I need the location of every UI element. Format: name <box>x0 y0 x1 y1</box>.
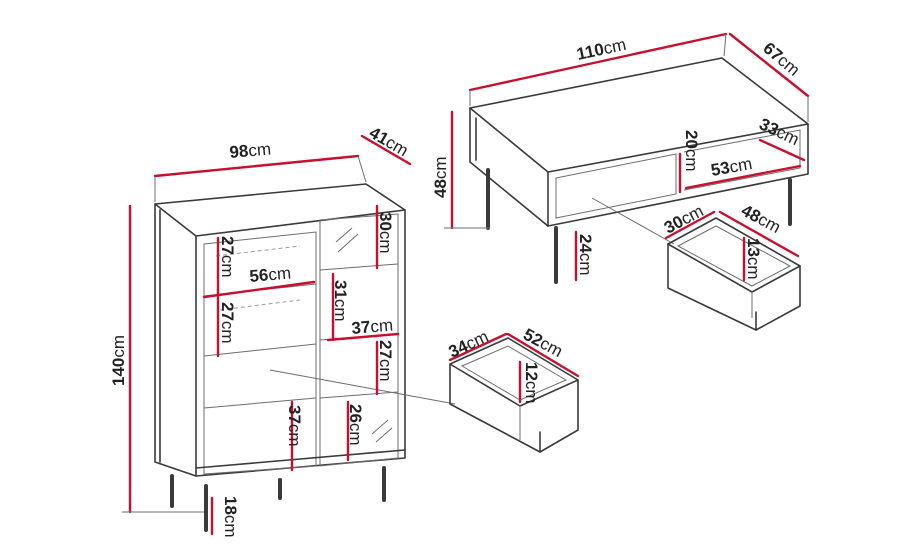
cabinet-right-drawer-width-label: 37cm <box>351 315 394 338</box>
cabinet-drawing <box>154 183 456 532</box>
table-drawer-drawing <box>667 217 801 331</box>
table-width-label: 110cm <box>575 35 628 64</box>
cabinet-dimensions <box>122 134 412 536</box>
cabinet-labels: 98cm 41cm 140cm 27cm 56cm 27cm 37cm 30cm… <box>109 123 412 538</box>
cabinet-upper-left-label: 27cm <box>218 236 237 278</box>
cabinet-drawer-dimensions <box>448 332 580 404</box>
cabinet-right-bottom-label: 26cm <box>346 404 365 446</box>
cabinet-right-second-label: 31cm <box>331 280 350 322</box>
cabinet-middle-left-label: 27cm <box>218 302 237 344</box>
table-shelf-depth-label: 33cm <box>756 114 802 149</box>
cabinet-drawer-height-label: 12cm <box>522 362 541 404</box>
table-drawer-height-label: 13cm <box>744 238 763 280</box>
table-height-label: 48cm <box>431 156 450 198</box>
table-drawing <box>469 57 809 284</box>
cabinet-lower-left-label: 37cm <box>285 405 304 447</box>
cabinet-depth-label: 41cm <box>366 123 412 160</box>
cabinet-width-label: 98cm <box>229 139 272 162</box>
table-drawer-front-label: 20cm <box>682 130 701 172</box>
table-dimensions <box>444 32 810 282</box>
table-drawer-depth-label: 30cm <box>661 201 707 237</box>
table-legs-label: 24cm <box>576 234 595 276</box>
table-shelf-width-label: 53cm <box>709 154 753 180</box>
cabinet-right-top-label: 30cm <box>376 212 395 254</box>
cabinet-shelf-width-label: 56cm <box>249 263 292 286</box>
cabinet-right-third-label: 27cm <box>376 340 395 382</box>
table-drawer-width-label: 48cm <box>738 201 784 237</box>
cabinet-drawer-drawing <box>449 337 579 453</box>
cabinet-height-label: 140cm <box>109 335 128 386</box>
table-drawer-dimensions <box>664 210 800 282</box>
cabinet-legs-label: 18cm <box>221 496 240 538</box>
